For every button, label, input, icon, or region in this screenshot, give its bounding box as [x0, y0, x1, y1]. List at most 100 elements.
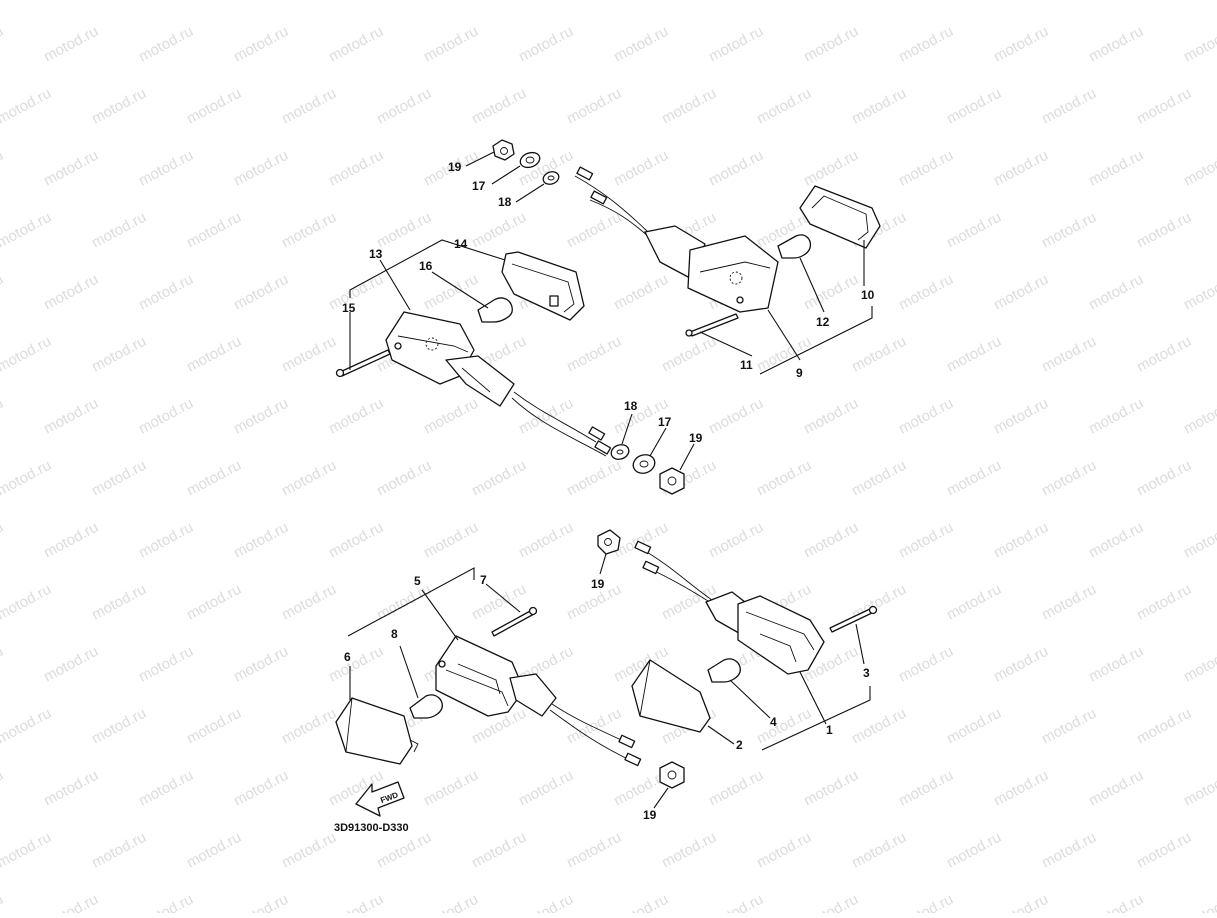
callout-5: 5	[414, 574, 421, 588]
watermark-text: motod.ru	[944, 85, 1004, 128]
bulb	[409, 694, 443, 719]
callout-4: 4	[770, 715, 777, 729]
watermark-text: motod.ru	[0, 705, 54, 748]
watermark-text: motod.ru	[1181, 395, 1217, 438]
watermark-text: motod.ru	[1039, 581, 1099, 624]
callout-17: 17	[472, 179, 486, 193]
watermark-text: motod.ru	[516, 891, 576, 913]
watermark-text: motod.ru	[1134, 457, 1194, 500]
callout-8: 8	[391, 627, 398, 641]
watermark-text: motod.ru	[374, 85, 434, 128]
watermark-text: motod.ru	[944, 581, 1004, 624]
watermark-text: motod.ru	[279, 85, 339, 128]
callout-18: 18	[498, 195, 512, 209]
watermark-text: motod.ru	[374, 829, 434, 872]
watermark-text: motod.ru	[849, 333, 909, 376]
nut	[659, 761, 685, 789]
watermark-text: motod.ru	[41, 519, 101, 562]
watermark-text: motod.ru	[326, 271, 386, 314]
watermark-text: motod.ru	[184, 0, 244, 4]
watermark-text: motod.ru	[1086, 271, 1146, 314]
watermark-text: motod.ru	[0, 147, 6, 190]
watermark-text: motod.ru	[896, 395, 956, 438]
watermark-text: motod.ru	[136, 23, 196, 66]
watermark-text: motod.ru	[801, 395, 861, 438]
watermark-text: motod.ru	[0, 271, 6, 314]
washer	[542, 171, 560, 185]
watermark-text: motod.ru	[326, 643, 386, 686]
watermark-text: motod.ru	[279, 829, 339, 872]
watermark-text: motod.ru	[136, 643, 196, 686]
watermark-text: motod.ru	[564, 333, 624, 376]
callout-2: 2	[736, 738, 743, 752]
watermark-text: motod.ru	[564, 209, 624, 252]
watermark-text: motod.ru	[421, 891, 481, 913]
watermark-text: motod.ru	[516, 395, 576, 438]
watermark-text: motod.ru	[1181, 767, 1217, 810]
watermark-text: motod.ru	[849, 85, 909, 128]
watermark-text: motod.ru	[41, 395, 101, 438]
watermark-text: motod.ru	[611, 891, 671, 913]
watermark-text: motod.ru	[1086, 643, 1146, 686]
watermark-text: motod.ru	[279, 457, 339, 500]
watermark-text: motod.ru	[0, 643, 6, 686]
watermark-text: motod.ru	[991, 395, 1051, 438]
watermark-text: motod.ru	[184, 457, 244, 500]
watermark-text: motod.ru	[89, 85, 149, 128]
watermark-text: motod.ru	[849, 705, 909, 748]
watermark-text: motod.ru	[326, 891, 386, 913]
watermark-text: motod.ru	[1134, 85, 1194, 128]
watermark-text: motod.ru	[1039, 705, 1099, 748]
watermark-text: motod.ru	[41, 147, 101, 190]
watermark-text: motod.ru	[41, 23, 101, 66]
watermark-text: motod.ru	[231, 271, 291, 314]
watermark-text: motod.ru	[136, 395, 196, 438]
front-left-flasher-assembly	[335, 606, 685, 789]
watermark-text: motod.ru	[0, 457, 54, 500]
watermark-text: motod.ru	[0, 395, 6, 438]
screw	[689, 313, 739, 337]
callout-15: 15	[342, 301, 356, 315]
watermark-text: motod.ru	[944, 333, 1004, 376]
watermark-text: motod.ru	[991, 519, 1051, 562]
watermark-text: motod.ru	[991, 767, 1051, 810]
watermark-text: motod.ru	[1134, 0, 1194, 4]
watermark-text: motod.ru	[991, 271, 1051, 314]
lens	[335, 697, 413, 765]
watermark-text: motod.ru	[611, 147, 671, 190]
flasher-body	[687, 235, 779, 313]
watermark-text: motod.ru	[1039, 85, 1099, 128]
watermark-text: motod.ru	[41, 891, 101, 913]
watermark-text: motod.ru	[659, 829, 719, 872]
watermark-text: motod.ru	[469, 85, 529, 128]
watermark-text: motod.ru	[944, 0, 1004, 4]
watermark-text: motod.ru	[0, 23, 6, 66]
bulb	[777, 234, 812, 259]
fwd-arrow-icon: FWD	[355, 781, 405, 817]
watermark-text: motod.ru	[469, 0, 529, 4]
watermark-text: motod.ru	[944, 829, 1004, 872]
watermark-text: motod.ru	[1086, 147, 1146, 190]
bulb	[707, 658, 741, 683]
callout-9: 9	[796, 366, 803, 380]
watermark-text: motod.ru	[659, 85, 719, 128]
watermark-text: motod.ru	[0, 85, 54, 128]
watermark-text: motod.ru	[1086, 395, 1146, 438]
watermark-text: motod.ru	[184, 829, 244, 872]
watermark-text: motod.ru	[0, 891, 6, 913]
watermark-text: motod.ru	[89, 705, 149, 748]
flasher-stem	[445, 355, 515, 407]
watermark-text: motod.ru	[421, 767, 481, 810]
washer	[519, 151, 541, 169]
watermark-text: motod.ru	[1086, 767, 1146, 810]
watermark-text: motod.ru	[136, 147, 196, 190]
watermark-text: motod.ru	[991, 23, 1051, 66]
watermark-text: motod.ru	[0, 829, 54, 872]
watermark-text: motod.ru	[231, 643, 291, 686]
watermark-text: motod.ru	[754, 829, 814, 872]
callout-1: 1	[826, 723, 833, 737]
watermark-text: motod.ru	[41, 643, 101, 686]
watermark-text: motod.ru	[421, 271, 481, 314]
watermark-text: motod.ru	[279, 581, 339, 624]
